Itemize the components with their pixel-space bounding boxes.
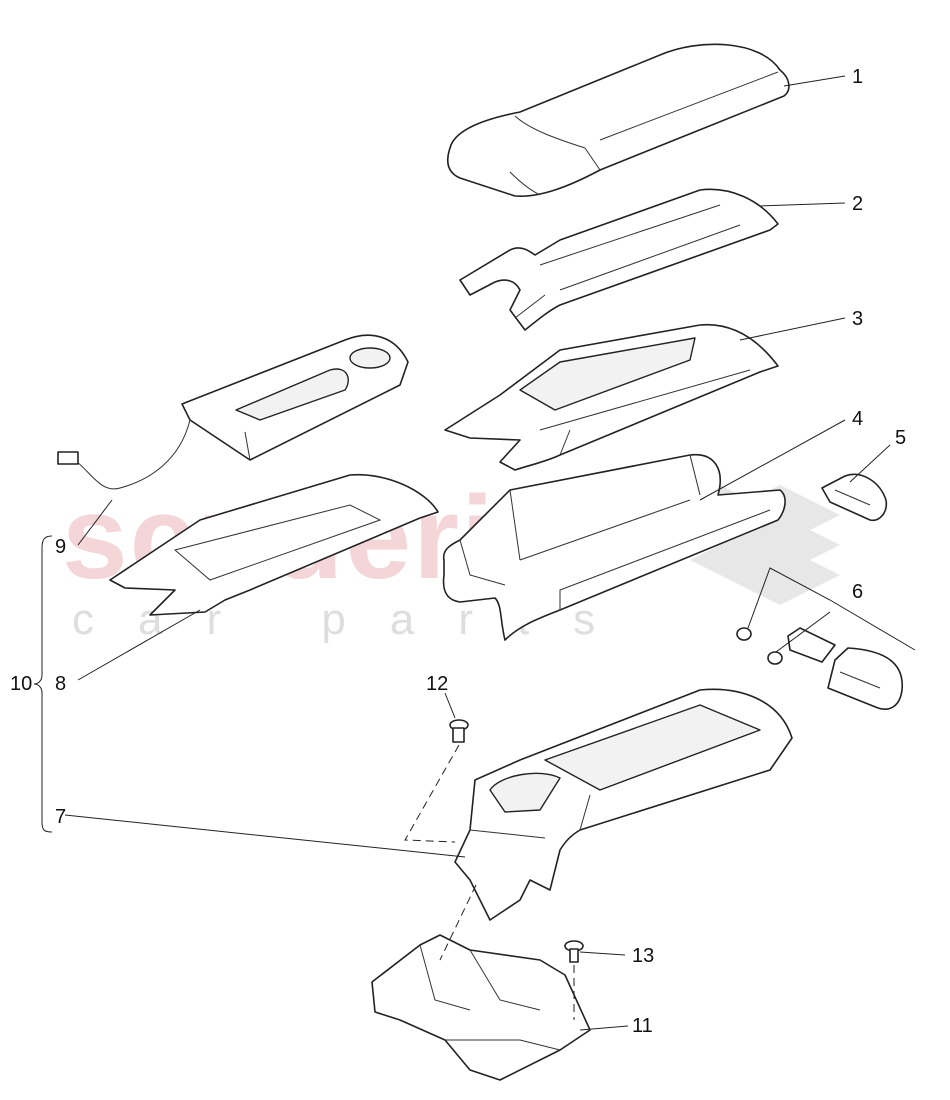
callout-3: 3	[852, 308, 863, 330]
callout-10: 10	[10, 673, 32, 695]
watermark-checkerboard	[690, 485, 840, 605]
callout-labels: 1 2 3 4 5 6 7 8 9 10 11 12 13	[10, 66, 906, 1037]
part-7-armrest-support	[454, 688, 793, 921]
part-1-armrest-cover	[446, 43, 790, 197]
callout-8: 8	[55, 673, 66, 695]
callout-13: 13	[632, 945, 654, 967]
part-6-latch-assembly	[736, 627, 903, 710]
assembly-lines	[404, 744, 575, 1020]
callout-7: 7	[55, 806, 66, 828]
part-9-cupholder-module	[57, 334, 409, 490]
part-12-screw	[449, 719, 469, 743]
part-5-clip	[821, 473, 888, 522]
part-2-upper-frame	[459, 188, 779, 331]
part-11-base-bracket	[371, 934, 591, 1081]
callout-4: 4	[852, 408, 863, 430]
callout-5: 5	[895, 427, 906, 449]
callout-12: 12	[426, 673, 448, 695]
callout-11: 11	[632, 1015, 653, 1037]
leader-lines	[64, 75, 916, 1031]
group-10-bracket	[33, 535, 53, 833]
part-13-screw	[564, 940, 584, 963]
callout-9: 9	[55, 536, 66, 558]
callout-1: 1	[852, 66, 863, 88]
part-4-lower-shell	[442, 453, 786, 641]
callout-2: 2	[852, 193, 863, 215]
callout-6: 6	[852, 581, 863, 603]
part-3-trim-frame	[444, 323, 779, 471]
